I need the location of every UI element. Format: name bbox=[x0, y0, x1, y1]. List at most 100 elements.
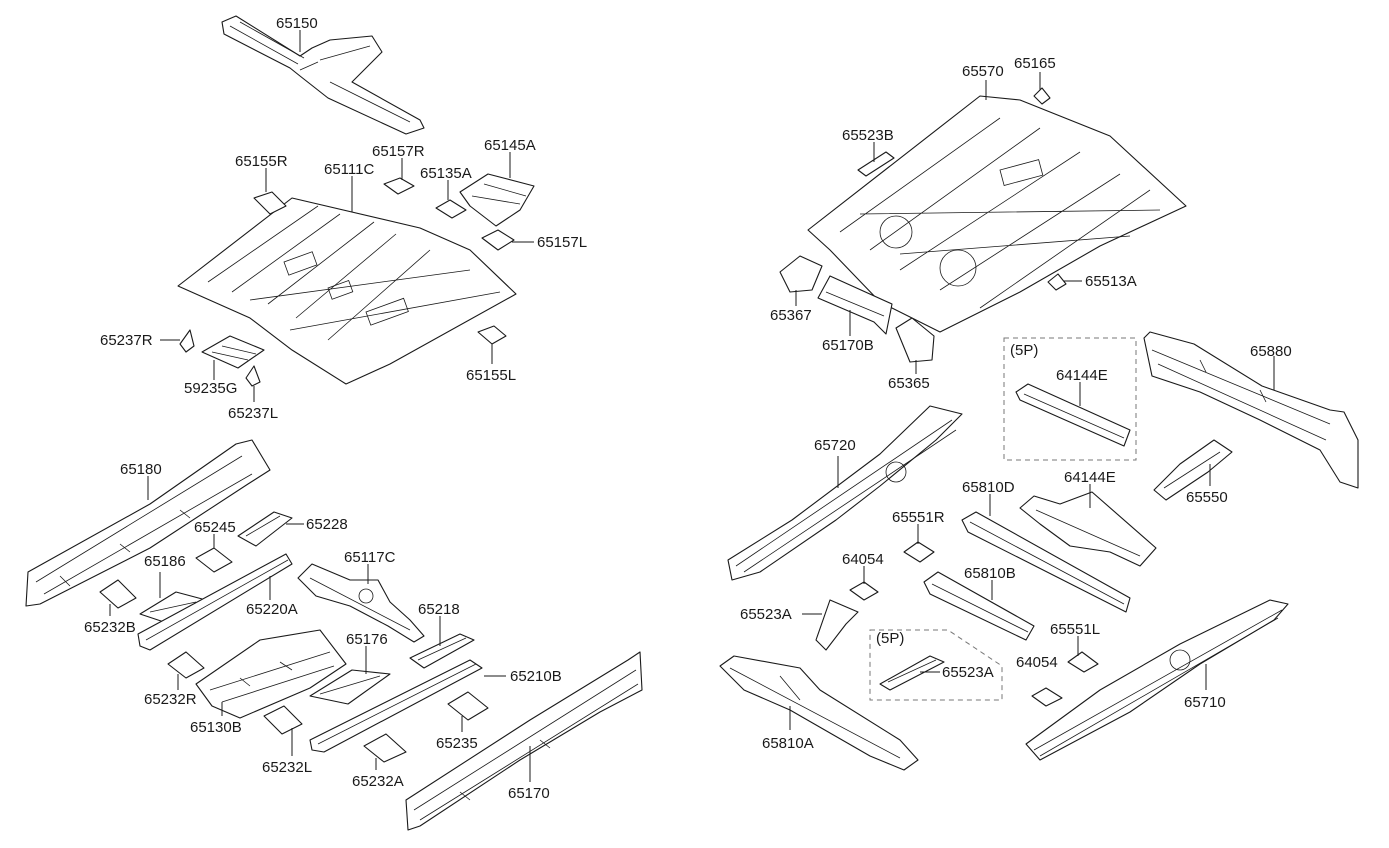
label-65218: 65218 bbox=[418, 601, 460, 618]
label-65810A: 65810A bbox=[762, 735, 814, 752]
part-65551L bbox=[1067, 651, 1099, 673]
label-64144E-b: 64144E bbox=[1064, 469, 1116, 486]
part-65367 bbox=[779, 255, 823, 293]
label-65220A: 65220A bbox=[246, 601, 298, 618]
label-65155L: 65155L bbox=[466, 367, 516, 384]
part-65245 bbox=[195, 547, 233, 573]
part-65720 bbox=[727, 405, 963, 581]
label-65551L: 65551L bbox=[1050, 621, 1100, 638]
part-65165 bbox=[1033, 87, 1051, 105]
part-65232L bbox=[263, 705, 303, 735]
part-65145A bbox=[459, 173, 535, 227]
label-65130B: 65130B bbox=[190, 719, 242, 736]
option-box-5p-64144e bbox=[1003, 337, 1137, 461]
label-65570: 65570 bbox=[962, 63, 1004, 80]
part-65170B bbox=[817, 275, 893, 335]
part-65180 bbox=[25, 439, 271, 607]
part-65155L bbox=[477, 325, 507, 345]
part-65228 bbox=[237, 511, 293, 547]
label-65523A-a: 65523A bbox=[740, 606, 792, 623]
part-65810D bbox=[961, 511, 1131, 613]
label-65232L: 65232L bbox=[262, 759, 312, 776]
part-65523A-a bbox=[815, 599, 859, 651]
part-65880 bbox=[1143, 331, 1359, 489]
label-65170B: 65170B bbox=[822, 337, 874, 354]
part-65220A bbox=[137, 553, 293, 651]
label-59235G: 59235G bbox=[184, 380, 237, 397]
label-65180: 65180 bbox=[120, 461, 162, 478]
label-64054-b: 64054 bbox=[1016, 654, 1058, 671]
label-65157L: 65157L bbox=[537, 234, 587, 251]
label-64054-a: 64054 bbox=[842, 551, 884, 568]
part-64054-a bbox=[849, 581, 879, 601]
label-65145A: 65145A bbox=[484, 137, 536, 154]
label-65232B: 65232B bbox=[84, 619, 136, 636]
label-65513A: 65513A bbox=[1085, 273, 1137, 290]
part-65551R bbox=[903, 541, 935, 563]
part-64144E-b bbox=[1019, 491, 1157, 567]
part-65155R bbox=[253, 191, 287, 215]
part-64054-b bbox=[1031, 687, 1063, 707]
label-65237L: 65237L bbox=[228, 405, 278, 422]
part-65365 bbox=[895, 317, 935, 363]
part-65710 bbox=[1025, 599, 1289, 761]
part-65232R bbox=[167, 651, 205, 679]
label-65720: 65720 bbox=[814, 437, 856, 454]
part-65232A bbox=[363, 733, 407, 763]
part-65550 bbox=[1153, 439, 1233, 501]
part-65523B bbox=[857, 151, 895, 177]
label-65165: 65165 bbox=[1014, 55, 1056, 72]
label-65810D: 65810D bbox=[962, 479, 1015, 496]
part-65170 bbox=[405, 651, 643, 831]
label-65237R: 65237R bbox=[100, 332, 153, 349]
part-65513A bbox=[1047, 273, 1067, 291]
label-65232A: 65232A bbox=[352, 773, 404, 790]
part-65117C bbox=[297, 563, 425, 643]
label-65111C: 65111C bbox=[324, 161, 374, 178]
label-65710: 65710 bbox=[1184, 694, 1226, 711]
label-65186: 65186 bbox=[144, 553, 186, 570]
part-65810A bbox=[719, 655, 919, 771]
part-64144E-a bbox=[1015, 383, 1131, 447]
label-65155R: 65155R bbox=[235, 153, 288, 170]
label-65523A-b: 65523A bbox=[942, 664, 994, 681]
label-65880: 65880 bbox=[1250, 343, 1292, 360]
part-65210B bbox=[309, 659, 483, 753]
label-65367: 65367 bbox=[770, 307, 812, 324]
label-65150: 65150 bbox=[276, 15, 318, 32]
label-65157R: 65157R bbox=[372, 143, 425, 160]
label-65176: 65176 bbox=[346, 631, 388, 648]
label-65810B: 65810B bbox=[964, 565, 1016, 582]
part-65150 bbox=[221, 15, 425, 135]
label-65210B: 65210B bbox=[510, 668, 562, 685]
label-65551R: 65551R bbox=[892, 509, 945, 526]
label-65523B: 65523B bbox=[842, 127, 894, 144]
part-65157L bbox=[481, 229, 515, 251]
part-65157R bbox=[383, 177, 415, 195]
label-65245: 65245 bbox=[194, 519, 236, 536]
part-65218 bbox=[409, 633, 475, 669]
part-65135A bbox=[435, 199, 467, 219]
label-65228: 65228 bbox=[306, 516, 348, 533]
label-64144E-a: 64144E bbox=[1056, 367, 1108, 384]
label-65365: 65365 bbox=[888, 375, 930, 392]
label-5p-a: (5P) bbox=[1010, 342, 1038, 359]
label-65235: 65235 bbox=[436, 735, 478, 752]
part-65237R bbox=[179, 329, 195, 353]
part-65130B bbox=[195, 629, 347, 719]
label-65170: 65170 bbox=[508, 785, 550, 802]
part-65523A-b bbox=[879, 655, 945, 691]
part-65111C bbox=[177, 197, 517, 385]
part-65237L bbox=[245, 365, 261, 387]
part-65570 bbox=[807, 95, 1187, 333]
part-65810B bbox=[923, 571, 1035, 641]
part-65232B bbox=[99, 579, 137, 609]
label-65232R: 65232R bbox=[144, 691, 197, 708]
label-65135A: 65135A bbox=[420, 165, 472, 182]
label-5p-b: (5P) bbox=[876, 630, 904, 647]
part-65235 bbox=[447, 691, 489, 721]
label-65550: 65550 bbox=[1186, 489, 1228, 506]
option-box-5p-65523a bbox=[869, 629, 1003, 701]
part-59235G bbox=[201, 335, 265, 369]
